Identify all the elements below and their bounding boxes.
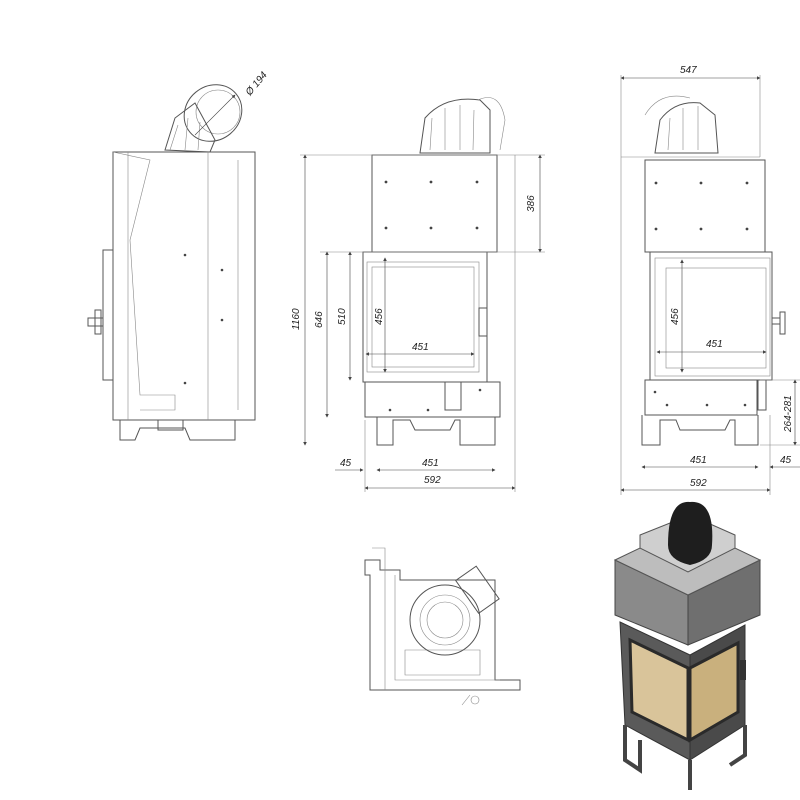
- flue-diameter-label: Ø 194: [243, 70, 270, 99]
- right-view: 547 456 451 264-281 45 451: [620, 65, 800, 495]
- side-view: Ø 194: [87, 70, 270, 441]
- flue-collar: [644, 95, 719, 154]
- glass-height-label: 456: [374, 308, 385, 325]
- front-view: 1160 646 510 456 451 386 45 451 592: [291, 97, 545, 492]
- total-width-label: 592: [424, 475, 441, 486]
- base-width-label: 451: [690, 455, 707, 466]
- glass-height-label: 456: [670, 308, 681, 325]
- offset-label: 45: [780, 455, 792, 466]
- glass-width-label: 451: [412, 342, 429, 353]
- top-width-label: 547: [680, 65, 697, 76]
- base-width-label: 451: [422, 458, 439, 469]
- total-width-label: 592: [690, 478, 707, 489]
- flue-collar: [419, 97, 506, 154]
- offset-label: 45: [340, 458, 352, 469]
- 3d-render: [613, 501, 762, 790]
- total-height-label: 1160: [291, 308, 302, 330]
- leg-height-label: 264-281: [783, 395, 794, 433]
- top-section-height-label: 386: [526, 195, 537, 212]
- door-height-label: 510: [337, 308, 348, 325]
- glass-width-label: 451: [706, 339, 723, 350]
- door-section-height-label: 646: [314, 311, 325, 328]
- top-plan-view: [364, 547, 521, 706]
- flue-pipe: [164, 84, 243, 153]
